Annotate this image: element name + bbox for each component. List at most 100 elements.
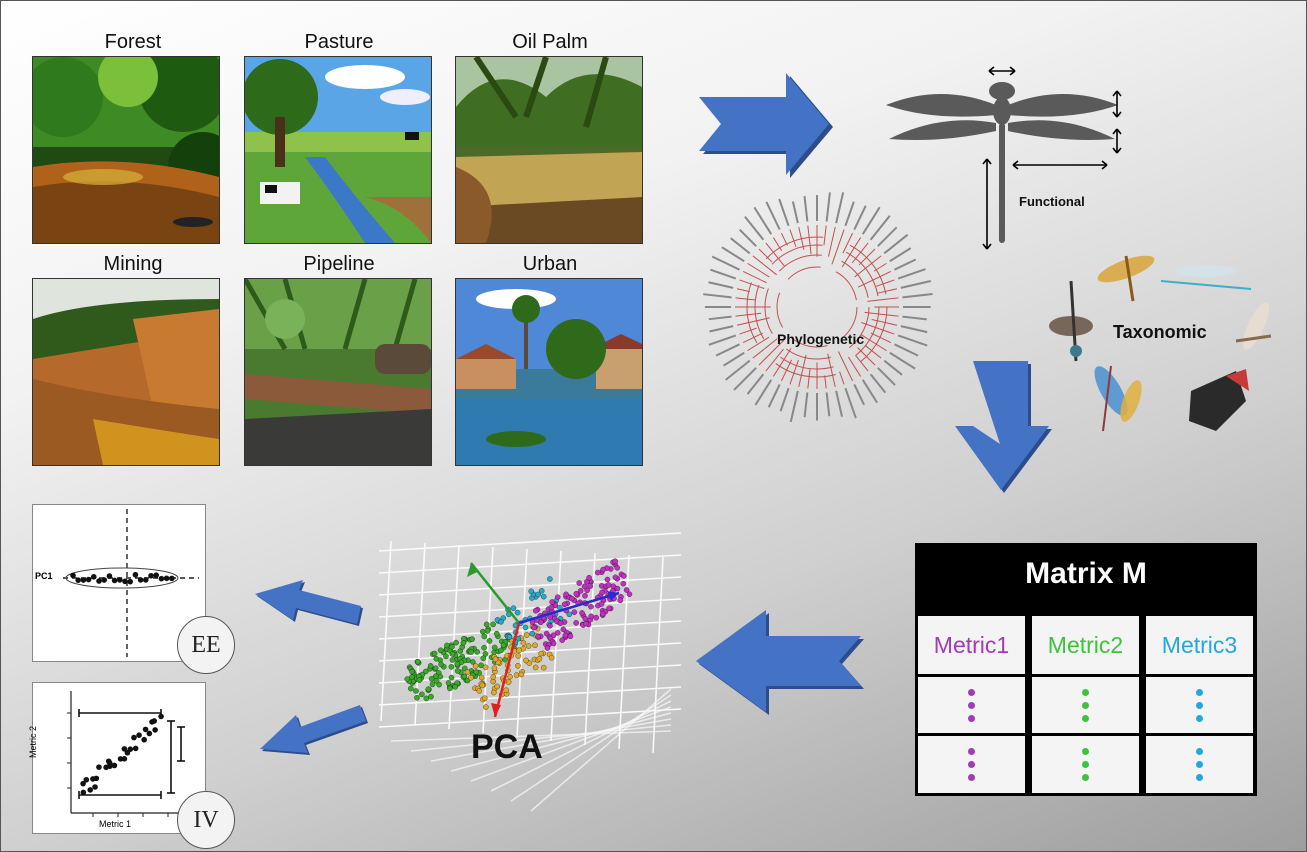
pca-point bbox=[490, 674, 496, 680]
pca-point bbox=[569, 595, 575, 602]
odonate-icon-1 bbox=[1097, 255, 1155, 302]
pca-point bbox=[536, 656, 543, 662]
pca-point bbox=[486, 638, 493, 644]
pca-point bbox=[586, 575, 592, 581]
pca-point bbox=[443, 653, 449, 660]
ee-point bbox=[132, 571, 139, 578]
pca-point bbox=[498, 619, 504, 625]
pca-label: PCA bbox=[471, 728, 543, 766]
tree-branch bbox=[831, 229, 845, 265]
matrix-header-metric2: Metric2 bbox=[1032, 616, 1139, 674]
iv-point bbox=[111, 762, 118, 769]
pca-point bbox=[445, 680, 452, 686]
matrix-cell bbox=[1032, 736, 1139, 793]
tree-branch bbox=[823, 225, 827, 246]
pca-point bbox=[481, 633, 487, 640]
pca-point bbox=[515, 663, 521, 669]
pca-point bbox=[454, 661, 461, 667]
habitat-photo-pasture bbox=[244, 56, 432, 244]
tip-label bbox=[754, 379, 773, 406]
dragonfly-functional-icon bbox=[886, 66, 1122, 250]
ee-point bbox=[75, 577, 81, 583]
iv-point bbox=[158, 713, 164, 720]
pca-point bbox=[510, 605, 517, 611]
tree-branch bbox=[875, 279, 895, 287]
pca-point bbox=[472, 663, 479, 669]
tip-label bbox=[816, 393, 818, 421]
pca-point bbox=[449, 657, 456, 663]
pca-point bbox=[483, 621, 490, 628]
ee-point bbox=[127, 578, 133, 585]
pca-grid-line bbox=[470, 706, 672, 782]
pca-grid-line bbox=[414, 542, 426, 726]
arrow-to-iv-icon bbox=[260, 705, 368, 755]
pca-point bbox=[548, 654, 555, 661]
habitat-photo-forest bbox=[32, 56, 220, 244]
tree-branch bbox=[752, 255, 777, 276]
odonate-icon-5 bbox=[1094, 365, 1142, 432]
tree-branch bbox=[735, 312, 762, 317]
tree-branch bbox=[798, 354, 807, 388]
iv-point bbox=[152, 727, 158, 733]
pca-point bbox=[498, 647, 504, 654]
tree-branch bbox=[837, 351, 854, 382]
iv-point bbox=[105, 758, 112, 765]
iv-xlabel: Metric 1 bbox=[99, 819, 132, 829]
pca-point bbox=[469, 636, 475, 642]
tip-label bbox=[723, 351, 745, 367]
matrix-cell bbox=[918, 736, 1025, 793]
pca-point bbox=[535, 633, 541, 640]
pca-point bbox=[479, 682, 486, 689]
pca-point bbox=[599, 589, 605, 596]
pca-point bbox=[577, 588, 584, 594]
pca-point bbox=[482, 664, 489, 671]
pca-point bbox=[507, 673, 513, 680]
pca-point bbox=[579, 610, 585, 616]
pca-point bbox=[594, 569, 601, 576]
pca-point bbox=[518, 671, 525, 678]
matrix-header-metric1-text: Metric1 bbox=[933, 632, 1010, 658]
tree-branch bbox=[827, 353, 836, 388]
tree-branch bbox=[752, 338, 778, 359]
tip-label bbox=[765, 201, 781, 230]
pca-point bbox=[623, 587, 630, 593]
pca-point bbox=[584, 587, 590, 594]
ee-point bbox=[148, 572, 154, 579]
pca-point bbox=[433, 656, 440, 662]
tip-label bbox=[900, 325, 928, 334]
pca-point bbox=[606, 605, 612, 612]
habitat-label-forest: Forest bbox=[104, 31, 162, 53]
tip-label bbox=[869, 215, 891, 241]
pca-point bbox=[428, 693, 434, 700]
taxonomic-label: Taxonomic bbox=[1113, 322, 1207, 342]
ee-point bbox=[169, 575, 175, 582]
pca-point bbox=[437, 673, 444, 680]
tree-branch bbox=[739, 279, 765, 289]
tip-label bbox=[889, 247, 912, 263]
tree-branch bbox=[807, 368, 811, 389]
habitat-label-urban: Urban bbox=[522, 253, 578, 275]
tree-branch bbox=[735, 297, 756, 301]
tip-label bbox=[853, 384, 865, 406]
pca-point bbox=[490, 678, 496, 685]
tip-label bbox=[803, 196, 809, 222]
ee-point bbox=[70, 572, 76, 579]
habitat-photo-pipeline bbox=[244, 278, 432, 466]
pca-point bbox=[460, 640, 467, 646]
pca-grid-line bbox=[378, 554, 682, 574]
pca-grid-line bbox=[380, 540, 392, 722]
pca-point bbox=[415, 658, 421, 665]
pca-point bbox=[621, 573, 627, 579]
pca-point bbox=[480, 628, 486, 635]
tip-label bbox=[825, 192, 831, 222]
pca-point bbox=[617, 597, 624, 604]
pca-grid-line bbox=[410, 724, 672, 752]
pca-point bbox=[614, 585, 621, 592]
pca-point bbox=[588, 603, 594, 610]
pca-point bbox=[582, 593, 588, 599]
pca-point bbox=[566, 611, 573, 618]
pca-grid-line bbox=[448, 544, 460, 730]
tip-label bbox=[903, 306, 931, 308]
tree-branch bbox=[847, 356, 862, 377]
pca-point bbox=[419, 691, 425, 698]
